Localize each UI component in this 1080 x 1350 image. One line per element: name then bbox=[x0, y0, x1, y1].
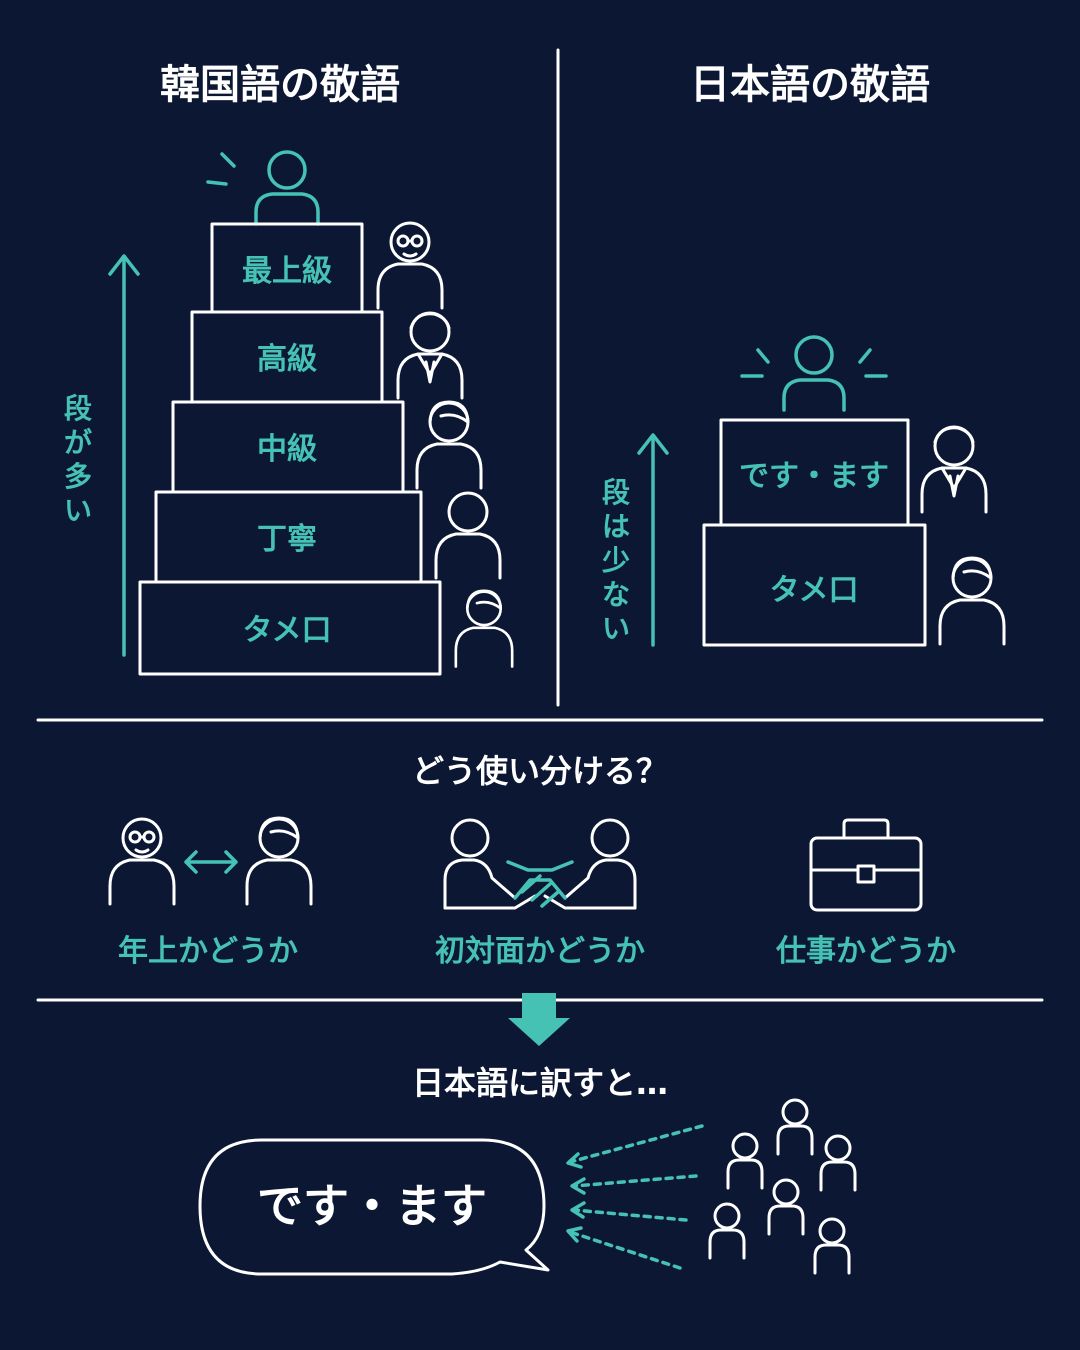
japanese-title: 日本語の敬語 bbox=[690, 62, 930, 108]
korean-axis-label-1: 段 bbox=[64, 392, 92, 425]
korean-step-5 bbox=[138, 580, 442, 676]
korean-person-icon-2 bbox=[434, 491, 502, 580]
korean-suit-person-icon bbox=[396, 311, 464, 400]
korean-child-icon bbox=[454, 589, 514, 668]
translation-lead: 日本語に訳すと… bbox=[412, 1064, 668, 1102]
translation-result: です・ます bbox=[257, 1179, 487, 1233]
briefcase-icon bbox=[809, 818, 923, 912]
korean-title: 韓国語の敬語 bbox=[160, 62, 400, 108]
criteria-label-work: 仕事かどうか bbox=[775, 934, 956, 969]
japanese-person-icon bbox=[938, 556, 1006, 646]
korean-axis-label-4: い bbox=[64, 494, 92, 527]
japanese-axis-label-2: は bbox=[602, 510, 630, 543]
korean-top-speaker-icon bbox=[206, 150, 320, 226]
japanese-staircase: です・ます タメ口 bbox=[702, 418, 927, 647]
korean-step-label-2: 高級 bbox=[257, 342, 317, 377]
korean-staircase: 最上級 高級 中級 丁寧 タメ口 bbox=[138, 222, 442, 676]
japanese-axis-arrowhead bbox=[637, 433, 669, 455]
japanese-step-label-2: タメ口 bbox=[769, 573, 858, 608]
japanese-step-2 bbox=[702, 523, 927, 647]
japanese-top-speaker-icon bbox=[740, 335, 888, 412]
korean-axis: 段 が 多 い bbox=[64, 254, 140, 657]
usage-question: どう使い分ける？ bbox=[412, 752, 668, 790]
elder-vs-person-icon bbox=[108, 816, 313, 906]
korean-axis-label-2: が bbox=[64, 426, 92, 459]
handshake-icon bbox=[443, 818, 637, 910]
japanese-suit-person-icon bbox=[920, 425, 988, 514]
japanese-axis-label-5: い bbox=[602, 612, 630, 645]
speech-bubble bbox=[198, 1138, 550, 1276]
criteria-label-first-meeting: 初対面かどうか bbox=[435, 934, 645, 969]
korean-axis-arrowhead bbox=[108, 254, 140, 276]
korean-step-label-3: 中級 bbox=[257, 432, 317, 467]
korean-step-label-1: 最上級 bbox=[242, 254, 332, 289]
korean-person-icon bbox=[415, 400, 483, 490]
korean-step-label-4: 丁寧 bbox=[257, 522, 317, 557]
criteria-label-age: 年上かどうか bbox=[118, 934, 298, 969]
japanese-axis: 段 は 少 な い bbox=[602, 433, 669, 647]
japanese-axis-label-1: 段 bbox=[602, 476, 630, 509]
japanese-axis-label-4: な bbox=[602, 578, 630, 611]
korean-elder-icon bbox=[376, 221, 444, 310]
japanese-axis-label-3: 少 bbox=[602, 544, 630, 577]
korean-axis-label-3: 多 bbox=[64, 460, 92, 493]
down-arrow-icon bbox=[508, 993, 570, 1046]
korean-step-label-5: タメ口 bbox=[242, 613, 331, 648]
japanese-step-label-1: です・ます bbox=[739, 459, 889, 494]
crowd-icon bbox=[708, 1098, 857, 1275]
dotted-arrows bbox=[566, 1124, 704, 1270]
